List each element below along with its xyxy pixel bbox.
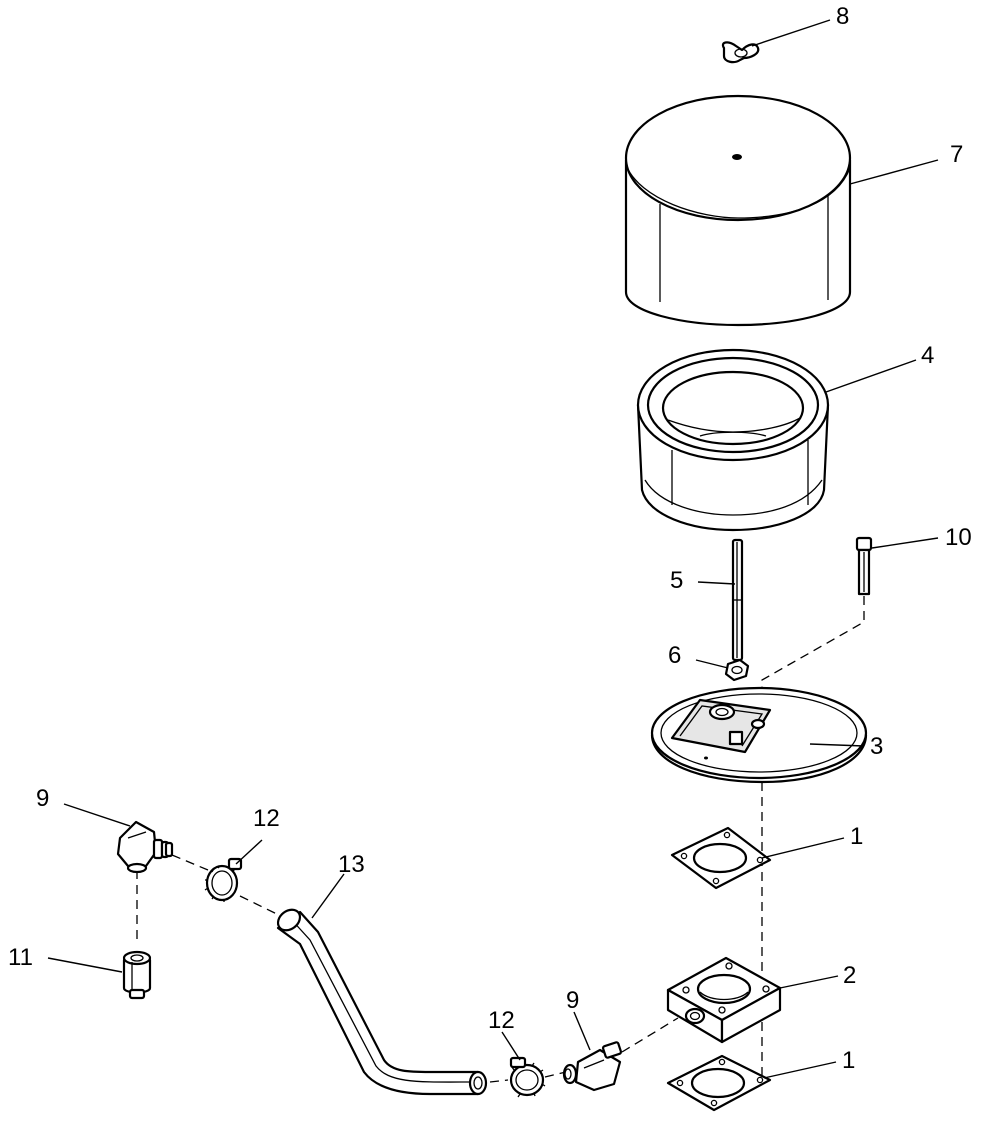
elbow-fitting-bottom [562, 1041, 623, 1092]
coupling [122, 950, 152, 1000]
nut [724, 658, 750, 682]
adapter-block [666, 956, 782, 1044]
callout-5: 5 [670, 567, 683, 594]
elbow-fitting-left [116, 820, 174, 874]
bolt [855, 536, 873, 596]
callout-12-left: 12 [253, 805, 280, 832]
filter-cover [624, 94, 852, 327]
stud [731, 538, 744, 662]
hose-clamp-bottom [509, 1056, 546, 1098]
callout-8: 8 [836, 3, 849, 30]
callout-11: 11 [8, 944, 33, 971]
hose [276, 908, 488, 1096]
callout-4: 4 [921, 342, 934, 369]
callout-7: 7 [950, 141, 963, 168]
gasket-lower [666, 1054, 772, 1112]
gasket-upper [670, 826, 772, 890]
callout-numbers: 8 7 4 10 5 6 3 1 9 12 13 11 2 12 9 1 [8, 3, 972, 1074]
callout-2: 2 [843, 962, 856, 989]
filter-element [636, 348, 830, 532]
leader-lines [47, 19, 939, 1079]
callout-3: 3 [870, 733, 883, 760]
callout-13: 13 [338, 851, 365, 878]
callout-1-lower: 1 [842, 1047, 855, 1074]
callout-10: 10 [945, 524, 972, 551]
callout-6: 6 [668, 642, 681, 669]
filter-base [650, 686, 868, 784]
wing-nut [721, 41, 760, 64]
callout-9-left: 9 [36, 785, 49, 812]
hose-clamp-left [204, 857, 243, 902]
callout-12-bottom: 12 [488, 1007, 515, 1034]
callout-1-upper: 1 [850, 823, 863, 850]
callout-9-bottom: 9 [566, 987, 579, 1014]
